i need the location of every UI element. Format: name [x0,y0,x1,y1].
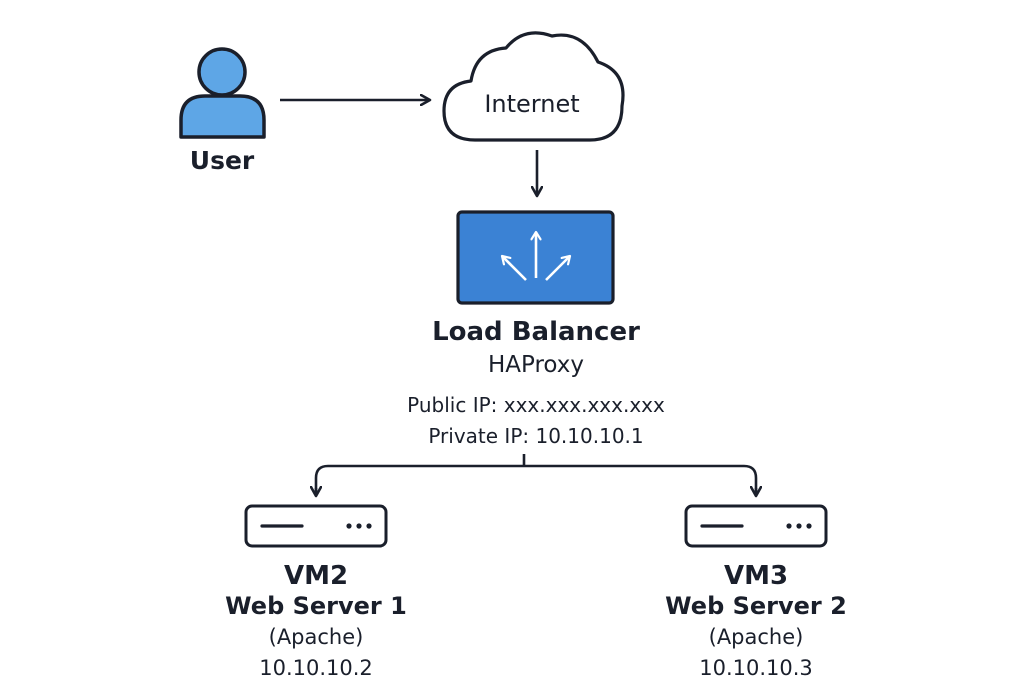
vm2-ip: 10.10.10.2 [259,656,373,680]
connector-lb-vms [316,454,756,496]
user-icon [179,47,266,139]
load-balancer-icon [456,210,615,305]
lb-public-ip: Public IP: xxx.xxx.xxx.xxx [407,393,665,417]
internet-label: Internet [484,90,580,118]
vm2-role: Web Server 1 [225,592,407,620]
cloud-icon [442,31,625,142]
vm3-role: Web Server 2 [665,592,847,620]
user-label: User [189,146,255,175]
lb-title: Load Balancer [432,317,640,347]
lb-software: HAProxy [487,352,585,378]
server-icon [244,504,388,548]
vm3-name: VM3 [723,561,789,591]
vm3-software: (Apache) [708,625,804,649]
vm2-software: (Apache) [268,625,364,649]
vm3-ip: 10.10.10.3 [699,656,813,680]
lb-private-ip: Private IP: 10.10.10.1 [428,424,644,448]
server-icon [684,504,828,548]
vm2-name: VM2 [283,561,349,591]
